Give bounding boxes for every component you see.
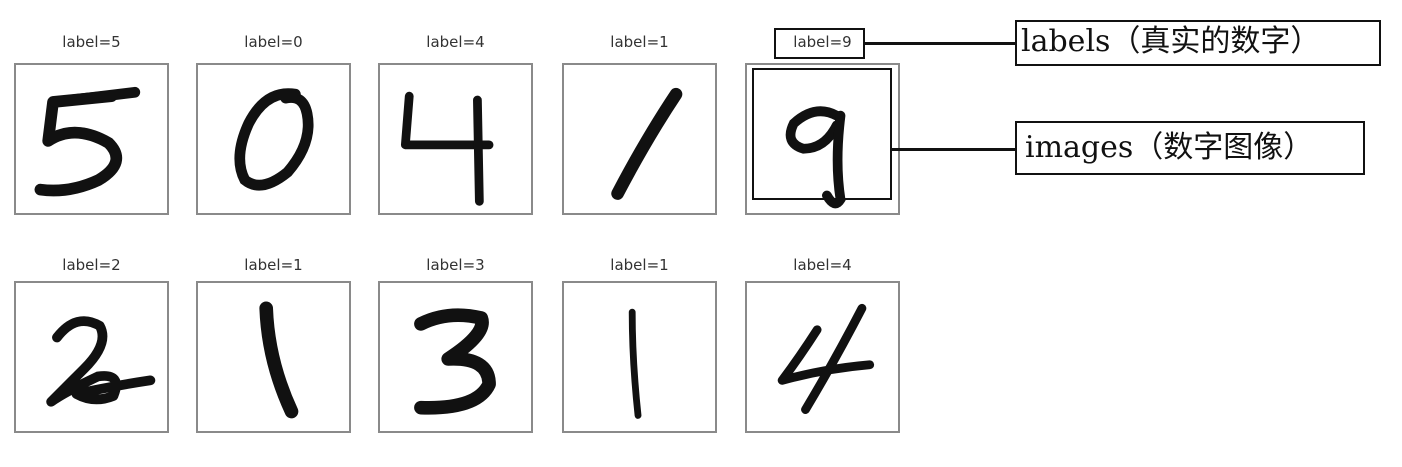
label-highlight-box — [774, 28, 865, 59]
images-connector-line — [892, 148, 1016, 151]
sample-4: label=1 — [562, 0, 717, 215]
sample-label: label=1 — [244, 256, 303, 274]
digit-image — [196, 281, 351, 433]
labels-annotation: labels（真实的数字） — [1015, 20, 1381, 66]
digit-1-glyph — [628, 308, 642, 419]
sample-label: label=3 — [426, 256, 485, 274]
digit-4-glyph — [400, 91, 494, 206]
sample-label: label=1 — [610, 256, 669, 274]
digit-1-glyph — [611, 87, 683, 200]
sample-label: label=1 — [610, 33, 669, 51]
digit-image — [14, 63, 169, 215]
sample-10: label=4 — [745, 230, 900, 435]
digit-image — [562, 281, 717, 433]
sample-label: label=4 — [426, 33, 485, 51]
digit-3-glyph — [414, 308, 496, 415]
sample-6: label=2 — [14, 230, 169, 435]
sample-label: label=9 — [793, 33, 852, 51]
sample-7: label=1 — [196, 230, 351, 435]
sample-1: label=5 — [14, 0, 169, 215]
digit-image — [378, 63, 533, 215]
sample-label: label=5 — [62, 33, 121, 51]
digit-image — [196, 63, 351, 215]
digit-0-glyph — [234, 88, 314, 191]
sample-2: label=0 — [196, 0, 351, 215]
sample-8: label=3 — [378, 230, 533, 435]
sample-label: label=2 — [62, 256, 121, 274]
sample-5: label=9 — [745, 0, 900, 215]
sample-3: label=4 — [378, 0, 533, 215]
digit-image — [14, 281, 169, 433]
digit-image — [562, 63, 717, 215]
digit-image — [745, 63, 900, 215]
sample-label: label=4 — [793, 256, 852, 274]
image-highlight-box — [752, 68, 892, 200]
labels-annotation-text: labels（真实的数字） — [1021, 24, 1321, 59]
labels-connector-line — [865, 42, 1015, 45]
sample-9: label=1 — [562, 230, 717, 435]
digit-image — [745, 281, 900, 433]
digit-4-glyph — [777, 303, 875, 414]
images-annotation-text: images（数字图像） — [1025, 130, 1314, 165]
images-annotation: images（数字图像） — [1015, 121, 1365, 175]
sample-label: label=0 — [244, 33, 303, 51]
digit-image — [378, 281, 533, 433]
digit-5-glyph — [34, 86, 141, 197]
digit-1-glyph — [259, 301, 299, 419]
digit-2-glyph — [46, 316, 156, 407]
